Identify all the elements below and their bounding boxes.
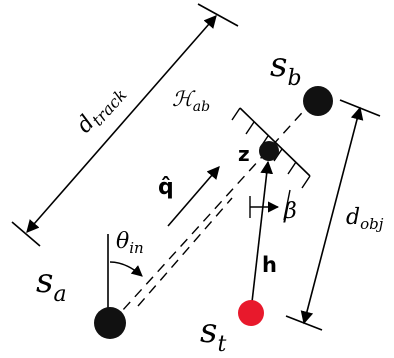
beta-angle [249, 189, 291, 221]
d-track-tick-top [197, 3, 239, 27]
label-d-obj: dobj [346, 205, 384, 233]
beta-reference-line [283, 189, 291, 221]
label-s-t: st [200, 311, 226, 357]
label-z: z [238, 142, 250, 166]
d-obj-arrow [300, 106, 364, 325]
node-z [259, 141, 279, 161]
hyperplane-line [239, 107, 311, 177]
node-s-a [94, 307, 126, 339]
d-track-arrow [26, 15, 217, 233]
hyperplane-hatch [287, 161, 297, 175]
h-vector-arrow [251, 160, 274, 303]
label-theta-in: θin [116, 229, 144, 257]
d-track-dimension [11, 3, 239, 247]
hyperplane-hatch [301, 175, 311, 189]
hyperplane-hatch [231, 107, 241, 121]
label-d-track: dtrack [72, 79, 131, 140]
q-hat-arrow [167, 166, 220, 227]
hyperplane-h-ab [231, 107, 311, 189]
label-s-a: sa [36, 261, 67, 307]
label-h: h [262, 253, 277, 277]
hyperplane-hatch [245, 121, 255, 135]
dashed-line-parallel [137, 197, 233, 307]
label-beta: β [283, 199, 297, 224]
node-s-t [238, 300, 264, 326]
theta-arc [109, 261, 143, 277]
theta-angle [107, 234, 143, 320]
dashed-line-sa-sb [111, 103, 311, 323]
node-s-b [303, 86, 333, 116]
d-track-tick-bottom [11, 221, 41, 247]
label-s-b: sb [270, 45, 302, 91]
d-obj-dimension [285, 99, 381, 331]
label-q-hat: q̂ [158, 175, 174, 200]
label-h-ab: ℋab [172, 87, 210, 115]
